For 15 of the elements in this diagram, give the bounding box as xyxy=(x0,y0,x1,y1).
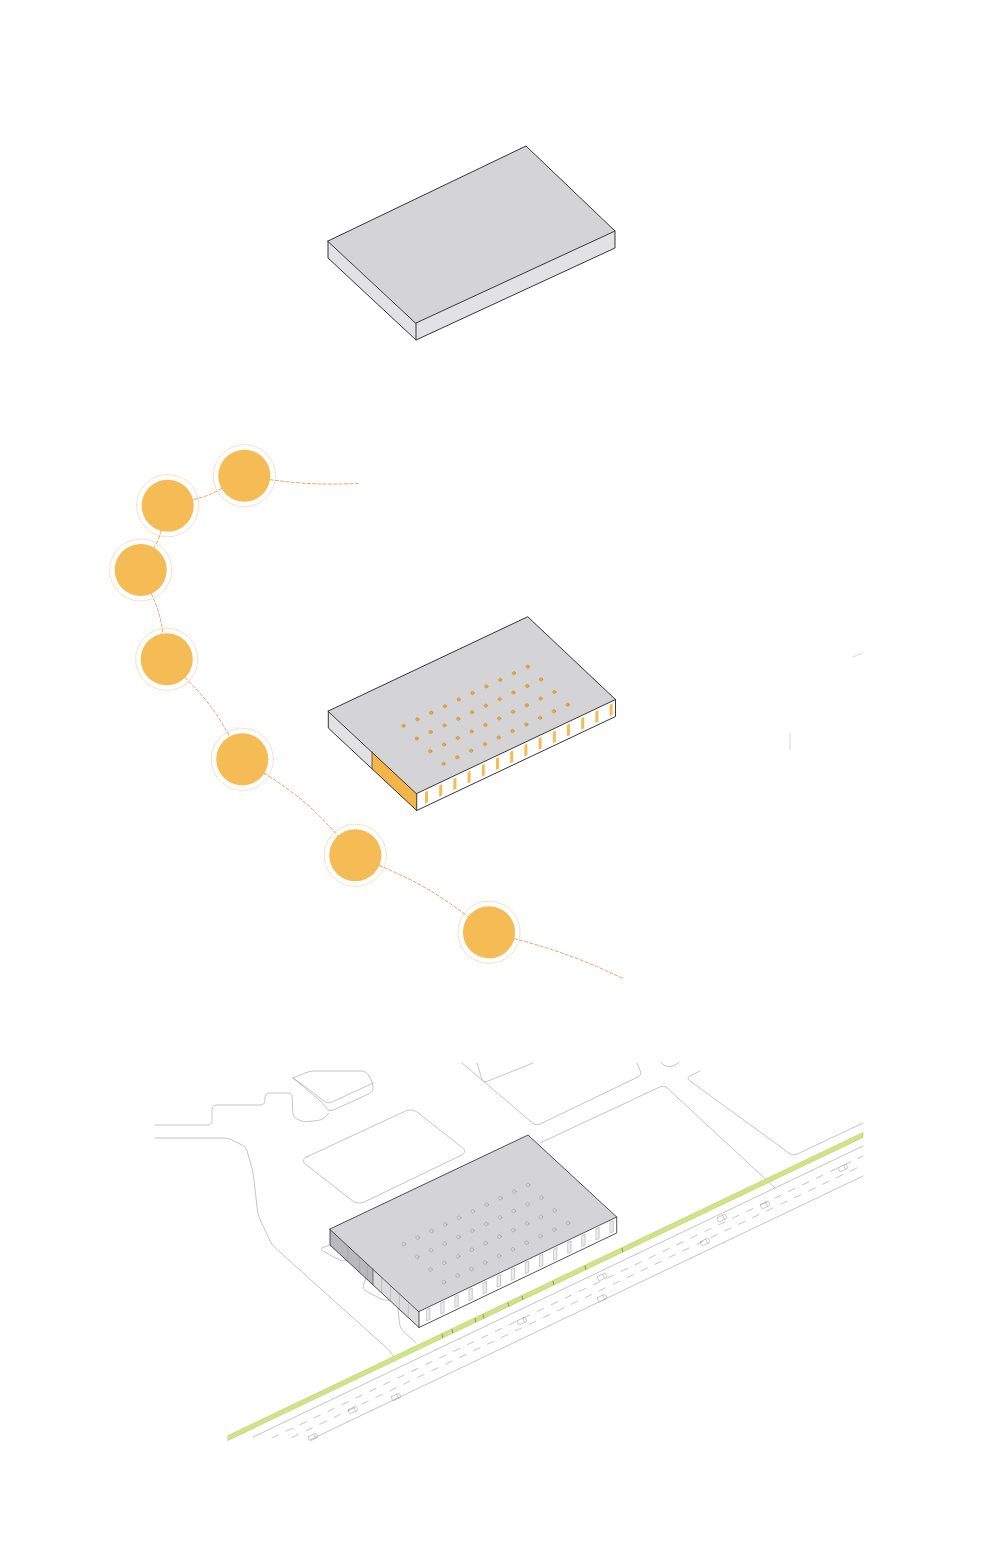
dashed-line xyxy=(378,865,469,918)
dashed-line xyxy=(184,677,231,737)
circle-marker xyxy=(211,728,274,791)
circle-marker xyxy=(457,901,521,964)
dashed-line xyxy=(192,488,223,501)
circle-marker xyxy=(136,474,199,538)
dashed-line xyxy=(263,772,339,837)
circle-marker xyxy=(324,824,387,887)
dashed-line xyxy=(269,479,359,485)
circle-marker xyxy=(135,628,198,691)
dashed-line xyxy=(513,938,624,979)
circle-marker xyxy=(213,444,276,508)
circle-marker xyxy=(109,538,172,602)
dashed-line xyxy=(153,530,162,549)
dashed-line xyxy=(150,593,164,634)
